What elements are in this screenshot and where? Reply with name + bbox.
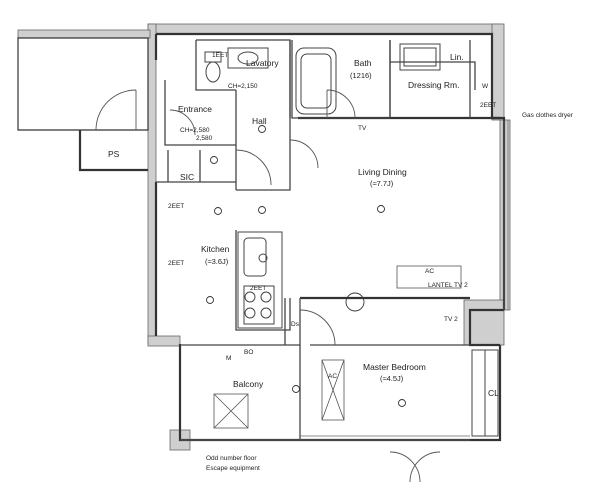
label-tv-bath: TV bbox=[358, 125, 367, 132]
odd-floor-note: Odd number floor bbox=[206, 455, 257, 462]
label-living-size: (≈7.7J) bbox=[370, 179, 394, 188]
label-m: M bbox=[226, 355, 231, 362]
label-hall: Hall bbox=[252, 116, 267, 126]
outlet-1eet: 1EET bbox=[212, 52, 228, 59]
annotations: CH=2,150 CH=2,580 2,580 Gas clothes drye… bbox=[168, 52, 574, 472]
ceiling-fixtures bbox=[206, 125, 406, 407]
label-dressing: Dressing Rm. bbox=[408, 80, 459, 90]
outlet-2eet-stove: 2EET bbox=[250, 285, 266, 292]
escape-hatch bbox=[213, 393, 249, 429]
label-master-size: (≈4.5J) bbox=[380, 374, 404, 383]
master-closet bbox=[471, 349, 499, 437]
label-living: Living Dining bbox=[358, 167, 407, 177]
label-balcony: Balcony bbox=[233, 379, 264, 389]
label-cl: CL bbox=[488, 388, 499, 398]
lavatory-sink bbox=[227, 47, 269, 69]
window-glazing bbox=[180, 120, 509, 441]
label-bath: Bath bbox=[354, 58, 372, 68]
ceiling-height-entrance: CH=2,580 bbox=[180, 127, 210, 134]
gas-dryer-note: Gas clothes dryer bbox=[522, 112, 574, 119]
outlet-2eet-kitchen-2: 2EET bbox=[168, 260, 184, 267]
label-lan-tv: LANTEL TV 2 bbox=[428, 282, 468, 289]
doors bbox=[95, 89, 441, 483]
label-kitchen-size: (≈3.6J) bbox=[205, 257, 229, 266]
label-tv-2: TV 2 bbox=[444, 316, 458, 323]
label-lavatory: Lavatory bbox=[246, 58, 279, 68]
outlet-2eet-dressing: 2EET bbox=[480, 102, 496, 109]
label-bath-size: (1216) bbox=[350, 71, 372, 80]
washer bbox=[399, 43, 441, 71]
label-entrance: Entrance bbox=[178, 104, 212, 114]
kitchen-counter bbox=[237, 231, 283, 329]
outlet-2eet-kitchen-1: 2EET bbox=[168, 203, 184, 210]
label-ps: PS bbox=[108, 149, 120, 159]
label-ac-living: AC bbox=[425, 268, 434, 275]
label-sic: SIC bbox=[180, 172, 194, 182]
ac-units bbox=[321, 265, 462, 421]
label-lin: Lin. bbox=[450, 52, 464, 62]
label-master: Master Bedroom bbox=[363, 362, 426, 372]
label-ac-master: AC bbox=[328, 373, 337, 380]
escape-note: Escape equipment bbox=[206, 465, 260, 472]
label-ds: Ds bbox=[291, 321, 300, 328]
bathtub bbox=[295, 47, 337, 115]
partitions bbox=[156, 39, 476, 440]
room-labels: Lavatory Bath (1216) Dressing Rm. Lin. E… bbox=[108, 52, 499, 398]
toilet bbox=[204, 51, 222, 83]
label-kitchen: Kitchen bbox=[201, 244, 230, 254]
ceiling-height-entrance-2: 2,580 bbox=[196, 135, 213, 142]
label-bo: BO bbox=[244, 349, 253, 356]
ceiling-height-lavatory: CH=2,150 bbox=[228, 83, 258, 90]
label-w: W bbox=[482, 83, 489, 90]
